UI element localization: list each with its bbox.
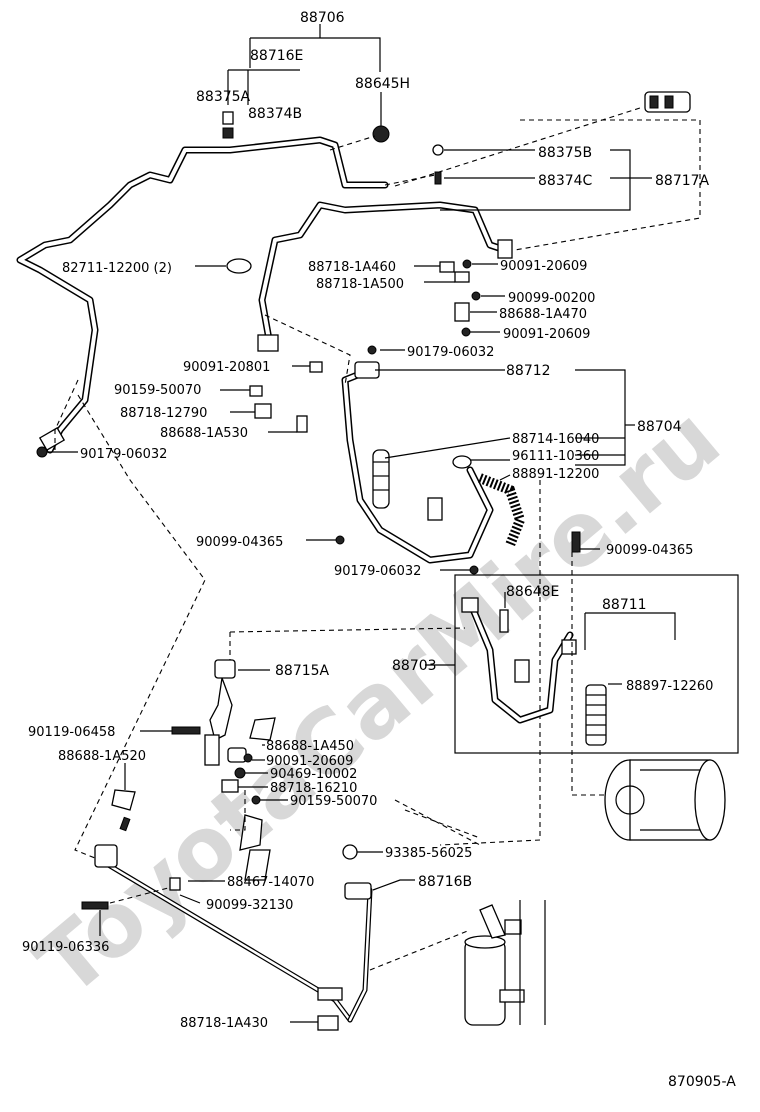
label-88688-1A470: 88688-1A470 [499,307,587,322]
label-90091-20801: 90091-20801 [183,360,270,375]
bracket-88688-1A470 [454,302,470,322]
bracket-88688-1A530 [296,415,308,433]
compressor [604,759,726,841]
label-88891-12200: 88891-12200 [512,467,599,482]
label-88718-12790: 88718-12790 [120,406,207,421]
clamp-82711 [226,258,252,274]
clip-assembly [204,734,271,881]
label-88718-1A500: 88718-1A500 [316,277,404,292]
bolt-90119-06336 [81,901,109,910]
label-88688-1A450: 88688-1A450 [266,739,354,754]
bolt-90091-20801 [309,361,323,373]
hose-88704 [341,361,494,564]
o-ring-88375B [432,144,444,156]
label-88375B: 88375B [538,145,592,161]
bracket-88718-12790 [254,403,272,419]
label-88706: 88706 [300,10,345,26]
label-88375A: 88375A [196,89,251,105]
o-ring-90179-06032a [36,446,48,458]
label-90091-20609c: 90091-20609 [266,754,353,769]
label-88718-1A430: 88718-1A430 [180,1016,268,1031]
o-ring-88374B [222,127,234,139]
o-ring-88375A [222,111,234,125]
label-88718-1A460: 88718-1A460 [308,260,396,275]
label-90099-04365b: 90099-04365 [606,543,693,558]
label-88648E: 88648E [506,584,559,600]
label-90119-06458: 90119-06458 [28,725,115,740]
label-90179-06032c: 90179-06032 [334,564,421,579]
label-88704: 88704 [637,419,682,435]
box-88703 [454,574,739,754]
label-90091-20609a: 90091-20609 [500,259,587,274]
label-90159-50070a: 90159-50070 [114,383,201,398]
label-88716E: 88716E [250,48,303,64]
bracket-88715A [209,659,236,741]
label-96111-10360: 96111-10360 [512,449,599,464]
bracket-88688-1A450 [249,717,276,741]
connector-top-right [644,91,691,113]
label-90099-04365a: 90099-04365 [196,535,283,550]
label-88714-16040: 88714-16040 [512,432,599,447]
label-90099-00200: 90099-00200 [508,291,595,306]
diagram-id: 870905-A [668,1074,736,1090]
hose-88891 [478,473,526,547]
bracket-88718-1A500 [454,271,470,283]
label-90159-50070b: 90159-50070 [290,794,377,809]
label-93385-56025: 93385-56025 [385,846,472,861]
bolt-90099-04365b [571,531,581,553]
label-88711: 88711 [602,597,647,613]
label-88688-1A530: 88688-1A530 [160,426,248,441]
label-90469-10002: 90469-10002 [270,767,357,782]
label-88715A: 88715A [275,663,330,679]
pipe-88706 [16,136,389,454]
bolt-90159-50070a [249,385,263,397]
label-82711-12200: 82711-12200 (2) [62,261,172,276]
label-88717A: 88717A [655,173,710,189]
cap-88645H [372,125,390,143]
label-88374B: 88374B [248,106,302,122]
pipe-88717A [257,201,513,352]
label-88703: 88703 [392,658,437,674]
pipe-88716B [94,844,373,1031]
cap-93385-56025 [342,844,358,860]
bracket-88688-1A520 [111,789,136,832]
sleeve-88897 [585,684,607,746]
label-88688-1A520: 88688-1A520 [58,749,146,764]
label-88718-16210: 88718-16210 [270,781,357,796]
label-88374C: 88374C [538,173,593,189]
label-88712: 88712 [506,363,551,379]
clamp-96111 [452,455,472,469]
label-88897-12260: 88897-12260 [626,679,713,694]
label-88467-14070: 88467-14070 [227,875,314,890]
hose-88703 [461,597,577,724]
label-90179-06032b: 90179-06032 [80,447,167,462]
o-ring-88374C [434,171,442,185]
bracket-88718-1A460 [439,261,455,273]
label-90119-06336: 90119-06336 [22,940,109,955]
label-90099-32130: 90099-32130 [206,898,293,913]
bolt-90119-06458 [171,726,201,735]
sleeve-88714 [372,449,390,509]
receiver-dryer [464,900,546,1026]
label-88716B: 88716B [418,874,472,890]
clip-88467-14070 [169,877,181,891]
label-90091-20609b: 90091-20609 [503,327,590,342]
label-88645H: 88645H [355,76,410,92]
label-90179-06032a: 90179-06032 [407,345,494,360]
